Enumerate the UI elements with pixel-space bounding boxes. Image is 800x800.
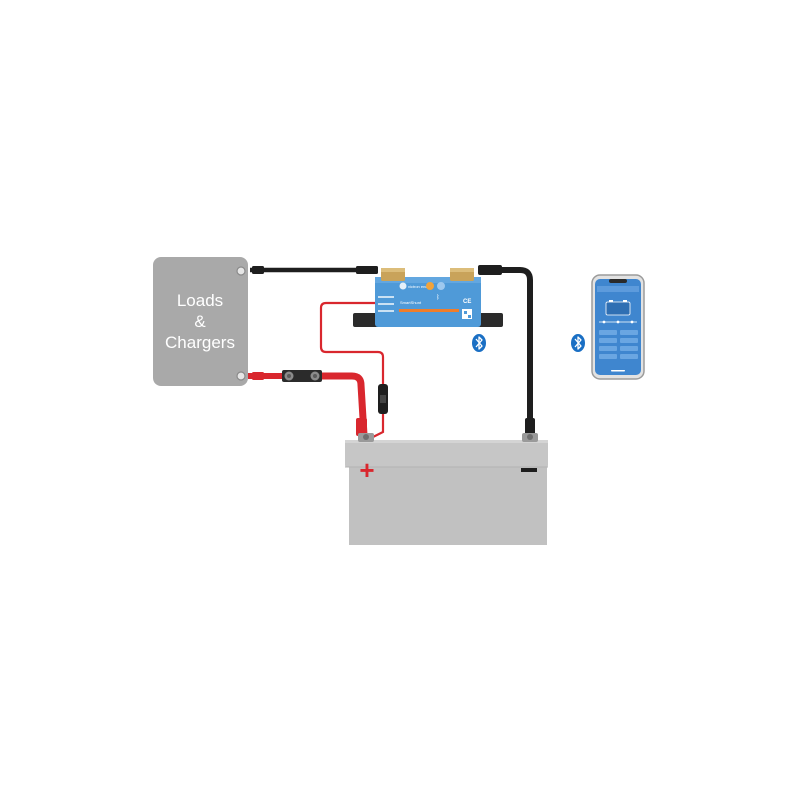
cable-lug — [252, 372, 264, 380]
phone-notch — [609, 279, 627, 283]
cable-lug — [252, 266, 264, 274]
main-fuse-holder — [282, 370, 322, 382]
shunt-body-bluetooth-icon: ᛒ — [436, 294, 440, 301]
loads-label-line3: Chargers — [165, 333, 235, 352]
sense-wire — [319, 301, 385, 439]
cable-lug — [478, 265, 502, 275]
cable-lug — [525, 418, 535, 436]
loads-negative-terminal — [236, 266, 246, 276]
smartshunt: victron energy ᛒ SmartShunt CE — [353, 268, 503, 327]
shunt-product-name: SmartShunt — [400, 300, 422, 305]
battery-positive-symbol: + — [359, 455, 374, 485]
battery-negative-terminal — [522, 433, 538, 442]
loads-positive-terminal — [236, 371, 246, 381]
positive-cable — [320, 372, 368, 436]
loads-label-line1: Loads — [177, 291, 223, 310]
phone-home-indicator — [611, 370, 625, 372]
battery-body — [349, 467, 547, 545]
cable-lug — [356, 266, 378, 274]
shunt-orange-strip — [399, 309, 459, 312]
victron-logo-icon — [399, 282, 407, 290]
shunt-brand: victron energy — [408, 284, 433, 289]
battery-positive-terminal — [358, 433, 374, 442]
shunt-body — [375, 277, 481, 327]
battery-negative-symbol — [521, 468, 537, 472]
smartphone — [591, 274, 645, 380]
battery-lid — [345, 440, 548, 467]
shunt-bluetooth-icon — [472, 334, 486, 352]
app-battery-graphic — [605, 301, 631, 316]
loads-and-chargers-box: Loads & Chargers — [153, 257, 248, 386]
shunt-led-orange — [426, 282, 434, 290]
shunt-ce-mark: CE — [463, 299, 471, 305]
negative-cable-shunt-to-battery — [478, 267, 533, 438]
loads-label-line2: & — [194, 312, 206, 331]
cable-lug — [356, 418, 367, 436]
shunt-led-blue — [437, 282, 445, 290]
inline-fuse-cap — [380, 395, 386, 403]
battery: + — [345, 433, 548, 545]
phone-screen — [595, 279, 641, 375]
bluetooth-link-icon — [571, 334, 585, 352]
